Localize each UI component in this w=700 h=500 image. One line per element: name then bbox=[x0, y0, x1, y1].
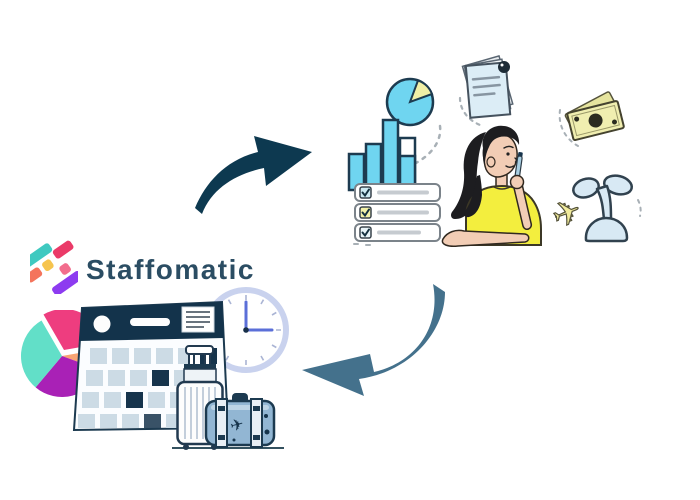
suitcase-handle bbox=[185, 345, 214, 355]
staffomatic-logo-text[interactable]: Staffomatic bbox=[86, 254, 255, 285]
rolling-suitcase-icon bbox=[176, 344, 226, 450]
hair-back bbox=[451, 132, 486, 219]
pie-icon bbox=[385, 77, 435, 127]
checklist-row bbox=[354, 183, 441, 202]
hair-front bbox=[482, 125, 520, 165]
bar-chart-icon bbox=[347, 118, 417, 192]
arrow-up-right-icon bbox=[188, 122, 314, 218]
travel-suitcase-icon: ✈ bbox=[204, 392, 276, 450]
calendar-note bbox=[181, 306, 215, 333]
pin-icon bbox=[498, 61, 510, 73]
checklist-row bbox=[354, 203, 441, 222]
documents-icon bbox=[456, 54, 522, 134]
clock-hands bbox=[244, 300, 274, 332]
plane-icon: ✈ bbox=[229, 416, 246, 436]
money-icon bbox=[558, 88, 638, 156]
dotted-path bbox=[412, 124, 442, 166]
clock-icon bbox=[202, 286, 290, 374]
staffomatic-logo-icon[interactable] bbox=[23, 240, 83, 296]
resting-arm bbox=[441, 229, 530, 247]
checklist-icon bbox=[352, 182, 444, 246]
arrow-down-left-icon bbox=[296, 282, 446, 400]
hand bbox=[509, 174, 525, 190]
logo-bars-icon bbox=[23, 240, 83, 296]
palm-island-icon bbox=[572, 174, 634, 243]
checklist-row bbox=[354, 223, 441, 242]
hair-strand bbox=[464, 175, 482, 218]
ear bbox=[486, 156, 496, 168]
vacation-icon: ✈ bbox=[546, 172, 652, 244]
thinking-woman-illustration bbox=[428, 118, 552, 252]
